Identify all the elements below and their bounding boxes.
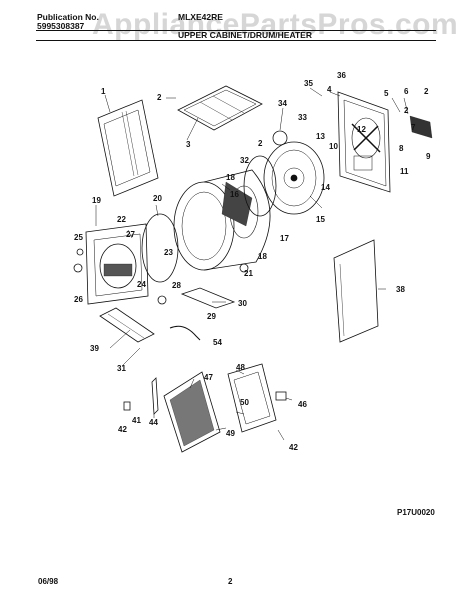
callout-label: 12 <box>357 125 366 134</box>
watermark: AppliancePartsPros.com <box>92 8 459 41</box>
toe-panel-part <box>99 307 155 343</box>
page-number: 2 <box>228 577 233 586</box>
bearing-ring-part <box>243 155 277 217</box>
callout-label: 3 <box>186 140 191 149</box>
drum-part <box>173 169 271 273</box>
drum-support-part <box>157 287 236 341</box>
callout-label: 42 <box>289 443 298 452</box>
callout-label: 26 <box>74 295 83 304</box>
callout-label: 22 <box>117 215 126 224</box>
publication-date: 06/98 <box>38 577 59 586</box>
fuse-part <box>275 391 287 401</box>
callout-label: 36 <box>337 71 346 80</box>
callout-label: 47 <box>204 373 213 382</box>
callout-label: 13 <box>316 132 325 141</box>
callout-label: 11 <box>400 167 409 176</box>
callout-label: 2 <box>424 87 429 96</box>
callout-label: 29 <box>207 312 216 321</box>
callout-label: 16 <box>230 190 239 199</box>
callout-label: 15 <box>316 215 325 224</box>
callout-label: 18 <box>258 252 267 261</box>
rear-bulkhead-part <box>337 91 391 193</box>
model-number: MLXE42RE <box>178 12 223 22</box>
header-rule-bottom <box>36 40 436 41</box>
callout-label: 14 <box>321 183 330 192</box>
callout-label: 19 <box>92 196 101 205</box>
callout-label: 46 <box>298 400 307 409</box>
thermostat-part <box>272 130 288 146</box>
callout-label: 7 <box>411 123 416 132</box>
section-title: UPPER CABINET/DRUM/HEATER <box>178 30 312 40</box>
callout-label: 21 <box>244 269 253 278</box>
callout-label: 39 <box>90 344 99 353</box>
callout-label: 32 <box>240 156 249 165</box>
header-rule-top <box>36 30 436 31</box>
callout-label: 23 <box>164 248 173 257</box>
callout-label: 30 <box>238 299 247 308</box>
callout-label: 28 <box>172 281 181 290</box>
callout-label: 24 <box>137 280 146 289</box>
callout-label: 20 <box>153 194 162 203</box>
callout-label: 6 <box>404 87 409 96</box>
vent-grille-part <box>409 115 433 139</box>
callout-label: 2 <box>404 106 409 115</box>
callout-label: 33 <box>298 113 307 122</box>
callout-label: 38 <box>396 285 405 294</box>
callout-label: 5 <box>384 89 389 98</box>
callout-label: 31 <box>117 364 126 373</box>
callout-label: 49 <box>226 429 235 438</box>
side-panel-part <box>333 239 379 343</box>
callout-label: 17 <box>280 234 289 243</box>
callout-label: 27 <box>126 230 135 239</box>
heater-panel-part <box>163 371 221 453</box>
callout-label: 9 <box>426 152 431 161</box>
rear-panel-part <box>97 99 159 197</box>
switch-part <box>123 401 131 411</box>
publication-number: 5995308387 <box>37 21 85 31</box>
heater-housing-part <box>263 141 325 215</box>
callout-label: 50 <box>240 398 249 407</box>
callout-label: 34 <box>278 99 287 108</box>
front-bulkhead-part <box>73 223 149 305</box>
callout-label: 25 <box>74 233 83 242</box>
callout-label: 42 <box>118 425 127 434</box>
callout-label: 2 <box>258 139 263 148</box>
callout-label: 35 <box>304 79 313 88</box>
callout-label: 41 <box>132 416 141 425</box>
callout-label: 18 <box>226 173 235 182</box>
callout-label: 10 <box>329 142 338 151</box>
leader-lines <box>95 87 409 441</box>
callout-label: 48 <box>236 363 245 372</box>
bracket-part <box>151 377 159 415</box>
filter-housing-part <box>177 85 263 131</box>
heater-box-part <box>227 363 277 433</box>
drawing-code: P17U0020 <box>397 508 435 517</box>
publication-label: Publication No. <box>37 12 99 22</box>
callout-label: 1 <box>101 87 106 96</box>
callout-label: 54 <box>213 338 222 347</box>
callout-labels: 1 2 3 34 35 36 33 2 4 5 6 2 12 13 10 2 7… <box>74 71 431 452</box>
callout-label: 4 <box>327 85 332 94</box>
callout-label: 44 <box>149 418 158 427</box>
callout-label: 2 <box>157 93 162 102</box>
callout-label: 8 <box>399 144 404 153</box>
